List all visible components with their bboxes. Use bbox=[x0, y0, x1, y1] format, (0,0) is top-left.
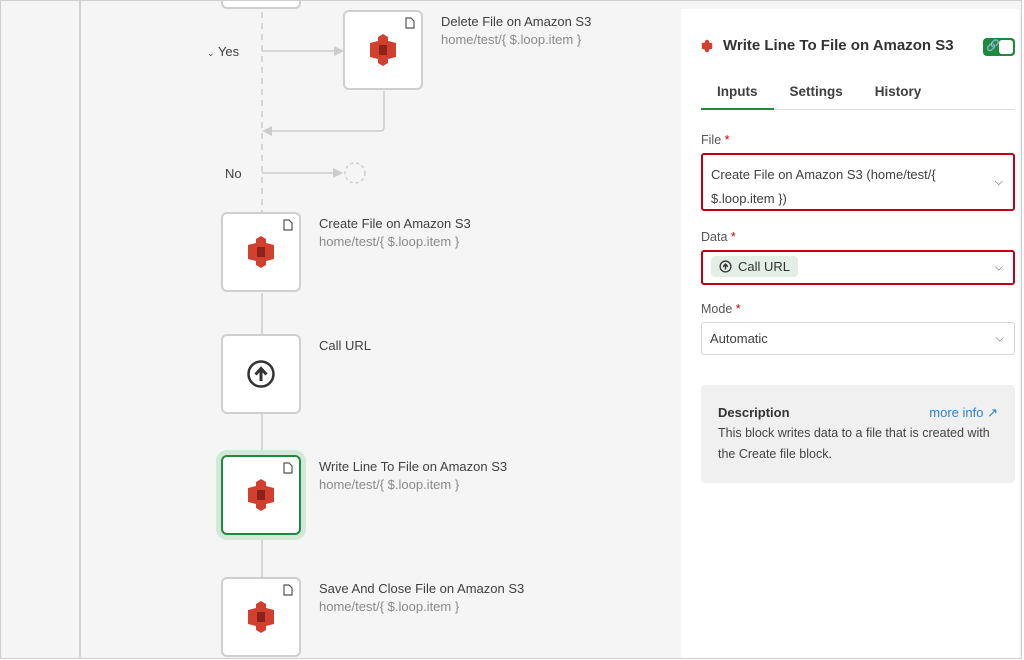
flow-block-call-url[interactable] bbox=[221, 334, 301, 414]
upload-circle-icon bbox=[719, 260, 732, 273]
external-link-icon: ↗ bbox=[987, 405, 998, 420]
block-title: Write Line To File on Amazon S3 bbox=[319, 459, 508, 474]
more-info-link[interactable]: more info ↗ bbox=[929, 405, 998, 420]
block-properties-panel: Write Line To File on Amazon S3 🔗 Inputs… bbox=[681, 9, 1019, 658]
block-subtitle: home/test/{ $.loop.item } bbox=[319, 477, 460, 492]
flow-connectors bbox=[261, 1, 385, 578]
amazon-s3-icon bbox=[701, 39, 713, 52]
chevron-down-icon: ⌵ bbox=[995, 332, 1004, 344]
block-subtitle: home/test/{ $.loop.item } bbox=[441, 32, 582, 47]
document-icon bbox=[283, 584, 293, 596]
block-title: Delete File on Amazon S3 bbox=[441, 14, 592, 29]
block-title: Create File on Amazon S3 bbox=[319, 216, 471, 231]
document-icon bbox=[283, 462, 293, 474]
amazon-s3-icon bbox=[248, 479, 274, 511]
description-heading: Description bbox=[718, 405, 790, 420]
tab-history[interactable]: History bbox=[874, 84, 922, 99]
amazon-s3-icon bbox=[248, 236, 274, 268]
panel-title: Write Line To File on Amazon S3 bbox=[723, 37, 954, 54]
file-field-label: File * bbox=[701, 133, 730, 147]
chevron-down-icon: ⌵ bbox=[994, 176, 1003, 188]
amazon-s3-icon bbox=[370, 34, 396, 66]
tab-settings[interactable]: Settings bbox=[789, 84, 843, 99]
divider bbox=[79, 1, 81, 658]
flow-block-delete-file[interactable] bbox=[343, 10, 423, 90]
panel-tabs: Inputs Settings History bbox=[701, 79, 1015, 110]
chevron-down-icon: ⌄ bbox=[207, 48, 215, 58]
block-title: Save And Close File on Amazon S3 bbox=[319, 581, 525, 596]
flow-block-save-close-file[interactable] bbox=[221, 577, 301, 657]
document-icon bbox=[283, 219, 293, 231]
mode-select[interactable]: Automatic ⌵ bbox=[701, 322, 1015, 355]
block-title: Call URL bbox=[319, 338, 372, 353]
upload-circle-icon bbox=[247, 360, 275, 388]
mode-field-label: Mode * bbox=[701, 302, 741, 316]
flow-block-write-line[interactable] bbox=[221, 455, 301, 535]
tab-inputs[interactable]: Inputs bbox=[701, 79, 774, 110]
panel-header: Write Line To File on Amazon S3 bbox=[701, 37, 954, 54]
data-field-label: Data * bbox=[701, 230, 736, 244]
amazon-s3-icon bbox=[248, 601, 274, 633]
flow-block-previous[interactable] bbox=[221, 1, 301, 9]
description-text: This block writes data to a file that is… bbox=[718, 426, 990, 461]
block-subtitle: home/test/{ $.loop.item } bbox=[319, 234, 460, 249]
document-icon bbox=[405, 17, 415, 29]
description-box: Description more info ↗ This block write… bbox=[701, 385, 1015, 483]
enable-toggle[interactable]: 🔗 bbox=[983, 38, 1015, 56]
link-icon: 🔗 bbox=[986, 40, 1000, 52]
flow-block-create-file[interactable] bbox=[221, 212, 301, 292]
file-select[interactable]: Create File on Amazon S3 (home/test/{ $.… bbox=[701, 153, 1015, 211]
call-url-chip[interactable]: Call URL bbox=[711, 256, 799, 277]
branch-yes-label[interactable]: ⌄ Yes bbox=[207, 44, 240, 59]
chevron-down-icon: ⌵ bbox=[994, 261, 1003, 273]
block-subtitle: home/test/{ $.loop.item } bbox=[319, 599, 460, 614]
data-select[interactable]: Call URL ⌵ bbox=[701, 250, 1015, 285]
branch-no-label: No bbox=[225, 166, 242, 181]
